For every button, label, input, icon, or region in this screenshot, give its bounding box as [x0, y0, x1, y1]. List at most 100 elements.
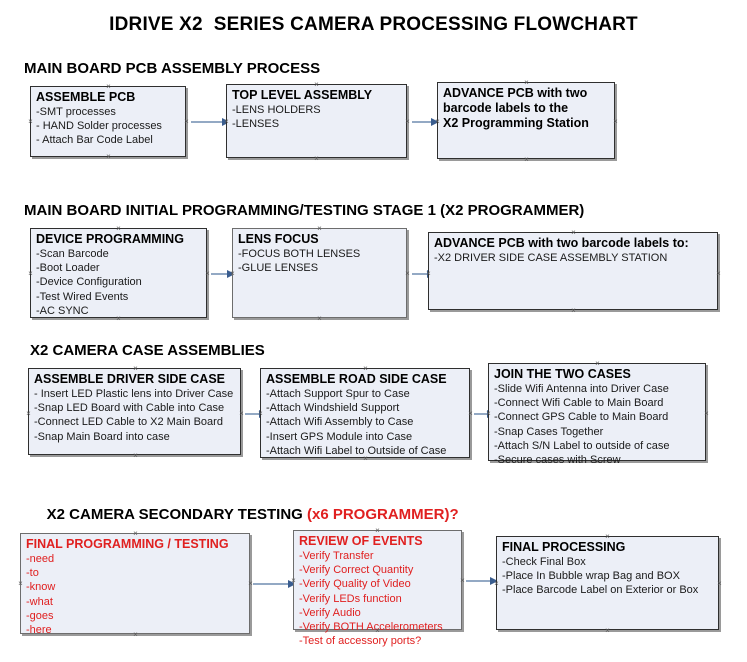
box-line: - HAND Solder processes	[36, 120, 162, 133]
box-line: -Attach Wifi Assembly to Case	[266, 416, 414, 429]
selection-handle-left[interactable]	[27, 118, 34, 125]
box-assemble-driver-side-case[interactable]: ASSEMBLE DRIVER SIDE CASE - Insert LED P…	[28, 368, 241, 455]
selection-handle-bottom[interactable]	[132, 631, 139, 638]
selection-handle-right[interactable]	[404, 118, 411, 125]
selection-handle-left[interactable]	[27, 270, 34, 277]
selection-handle-top[interactable]	[115, 225, 122, 232]
selection-handle-right[interactable]	[612, 118, 619, 125]
selection-handle-top[interactable]	[570, 229, 577, 236]
selection-handle-left[interactable]	[425, 270, 432, 277]
box-advance-pcb-to-driver-side-case-station[interactable]: ADVANCE PCB with two barcode labels to: …	[428, 232, 718, 310]
selection-handle-right[interactable]	[703, 410, 710, 417]
box-line: -Snap Cases Together	[494, 425, 604, 438]
selection-handle-left[interactable]	[493, 580, 500, 587]
box-assemble-road-side-case[interactable]: ASSEMBLE ROAD SIDE CASE -Attach Support …	[260, 368, 470, 458]
box-line: -Scan Barcode	[36, 248, 109, 260]
selection-handle-bottom[interactable]	[316, 315, 323, 322]
selection-handle-bottom[interactable]	[604, 627, 611, 634]
selection-handle-bottom[interactable]	[570, 307, 577, 314]
selection-handle-top[interactable]	[604, 533, 611, 540]
selection-handle-left[interactable]	[25, 410, 32, 417]
box-line: -here	[26, 624, 52, 637]
box-line: -Place In Bubble wrap Bag and BOX	[502, 570, 680, 583]
selection-handle-bottom[interactable]	[594, 458, 601, 465]
box-review-of-events[interactable]: REVIEW OF EVENTS -Verify Transfer -Verif…	[293, 530, 462, 647]
arrow-review-of-events-to-final-processing	[466, 577, 498, 585]
selection-handle-bottom[interactable]	[105, 153, 112, 160]
box-line: -LENSES	[232, 118, 280, 131]
box-top-level-assembly[interactable]: TOP LEVEL ASSEMBLY -LENS HOLDERS -LENSES	[226, 84, 407, 158]
section-heading-main-board-pcb-assembly-process: MAIN BOARD PCB ASSEMBLY PROCESS	[24, 60, 321, 77]
box-line: -what	[26, 595, 53, 608]
selection-handle-bottom[interactable]	[313, 155, 320, 162]
box-line: -Verify Correct Quantity	[299, 564, 414, 577]
selection-handle-bottom[interactable]	[523, 156, 530, 163]
page-title: IDRIVE X2 SERIES CAMERA PROCESSING FLOWC…	[109, 14, 638, 35]
selection-handle-top[interactable]	[374, 527, 381, 534]
box-line-overflow: -Test of accessory ports?	[299, 635, 422, 648]
selection-handle-bottom[interactable]	[362, 455, 369, 462]
selection-handle-right[interactable]	[404, 270, 411, 277]
selection-handle-left[interactable]	[257, 410, 264, 417]
selection-handle-right[interactable]	[183, 118, 190, 125]
selection-handle-right[interactable]	[238, 410, 245, 417]
selection-handle-bottom[interactable]	[374, 627, 381, 634]
selection-handle-left[interactable]	[290, 577, 297, 584]
box-advance-pcb-to-x2-programming-station[interactable]: ADVANCE PCB with two barcode labels to t…	[437, 82, 615, 159]
box-title: ASSEMBLE DRIVER SIDE CASE	[34, 372, 226, 386]
box-final-processing[interactable]: FINAL PROCESSING -Check Final Box -Place…	[496, 536, 719, 630]
box-line: -to	[26, 567, 39, 580]
box-title-line2: barcode labels to the	[443, 101, 569, 115]
selection-handle-left[interactable]	[229, 270, 236, 277]
box-line: -Attach S/N Label to outside of case	[494, 439, 670, 452]
selection-handle-left[interactable]	[485, 410, 492, 417]
box-line: -Insert GPS Module into Case	[266, 430, 413, 443]
selection-handle-right[interactable]	[716, 580, 723, 587]
box-line: -FOCUS BOTH LENSES	[238, 248, 361, 260]
selection-handle-right[interactable]	[715, 270, 722, 277]
box-final-programming-testing[interactable]: FINAL PROGRAMMING / TESTING -need -to -k…	[20, 533, 250, 637]
selection-handle-right[interactable]	[459, 577, 466, 584]
box-line: -Boot Loader	[36, 262, 100, 275]
box-title: FINAL PROCESSING	[502, 540, 626, 554]
box-line: -Snap Main Board into case	[34, 430, 170, 443]
box-title: ADVANCE PCB with two	[443, 86, 588, 100]
box-line: -know	[26, 581, 56, 594]
box-join-the-two-cases[interactable]: JOIN THE TWO CASES -Slide Wifi Antenna i…	[488, 363, 706, 466]
box-line: -Attach Wifi Label to Outside of Case	[266, 444, 447, 457]
box-line: -SMT processes	[36, 106, 116, 118]
box-line: -goes	[26, 609, 54, 622]
selection-handle-left[interactable]	[223, 118, 230, 125]
selection-handle-bottom[interactable]	[132, 452, 139, 459]
selection-handle-left[interactable]	[17, 580, 24, 587]
selection-handle-top[interactable]	[132, 530, 139, 537]
box-line: - Attach Bar Code Label	[36, 134, 153, 147]
selection-handle-right[interactable]	[204, 270, 211, 277]
selection-handle-top[interactable]	[594, 360, 601, 367]
box-device-programming[interactable]: DEVICE PROGRAMMING -Scan Barcode -Boot L…	[30, 228, 207, 318]
selection-handle-top[interactable]	[523, 79, 530, 86]
box-line: -LENS HOLDERS	[232, 104, 321, 116]
box-line: -Device Configuration	[36, 276, 142, 289]
box-line: -Slide Wifi Antenna into Driver Case	[494, 383, 669, 395]
box-title: JOIN THE TWO CASES	[494, 367, 631, 381]
selection-handle-top[interactable]	[362, 365, 369, 372]
box-line: -Verify Transfer	[299, 550, 374, 562]
selection-handle-right[interactable]	[467, 410, 474, 417]
selection-handle-top[interactable]	[132, 365, 139, 372]
selection-handle-top[interactable]	[316, 225, 323, 232]
box-line: -Connect Wifi Cable to Main Board	[494, 397, 664, 410]
box-title: FINAL PROGRAMMING / TESTING	[26, 537, 229, 551]
selection-handle-bottom[interactable]	[115, 315, 122, 322]
selection-handle-left[interactable]	[434, 118, 441, 125]
selection-handle-top[interactable]	[313, 81, 320, 88]
selection-handle-top[interactable]	[105, 83, 112, 90]
box-line: -Attach Windshield Support	[266, 402, 400, 415]
box-assemble-pcb[interactable]: ASSEMBLE PCB -SMT processes - HAND Solde…	[30, 86, 186, 157]
arrow-device-programming-to-lens-focus	[211, 270, 235, 278]
section-heading-text: X2 CAMERA SECONDARY TESTING	[46, 506, 307, 523]
box-line: -Check Final Box	[502, 556, 586, 568]
box-lens-focus[interactable]: LENS FOCUS -FOCUS BOTH LENSES -GLUE LENS…	[232, 228, 407, 318]
box-title: DEVICE PROGRAMMING	[36, 232, 184, 246]
